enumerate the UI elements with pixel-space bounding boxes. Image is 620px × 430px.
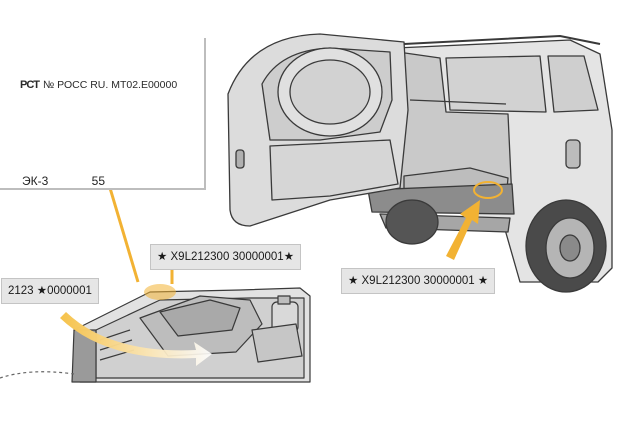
rear-vin-arrow: [446, 200, 480, 260]
certification-mark-icon: PCT: [20, 79, 40, 91]
plate-number: 55: [91, 174, 105, 188]
engine-vin-highlight: [144, 284, 176, 300]
pointer-arrows: [60, 181, 503, 366]
certification-line: PCT № РОСС RU. МТ02.Е00000: [20, 79, 177, 91]
engine-bay-view: [0, 287, 311, 383]
spare-wheel-on-door: [277, 47, 383, 137]
tail-lamp: [565, 139, 581, 169]
engine-number-label: 2123 ★0000001: [1, 278, 99, 304]
open-tailgate: [227, 33, 409, 227]
certification-number: № РОСС RU. МТ02.Е00000: [43, 79, 178, 91]
leader-plate-to-bay: [108, 187, 140, 283]
suv-rear-view: [367, 35, 613, 293]
pointer-lines: [108, 187, 174, 284]
side-window-front: [547, 55, 599, 113]
engine-number-arrow: [60, 312, 212, 366]
vin-rear-label: ★ X9L212300 30000001 ★: [341, 268, 496, 294]
plate-detail: [0, 38, 206, 190]
side-window-rear: [445, 55, 547, 113]
vin-engine-bay-label: ★ X9L212300 30000001★: [150, 244, 302, 270]
plate-codes: ЭК-3 55: [22, 174, 105, 188]
rear-vin-highlight: [473, 181, 503, 199]
type-code: ЭК-3: [22, 174, 49, 188]
rear-wheel: [525, 199, 607, 293]
roof-rack: [403, 35, 601, 45]
air-filter: [251, 323, 303, 363]
